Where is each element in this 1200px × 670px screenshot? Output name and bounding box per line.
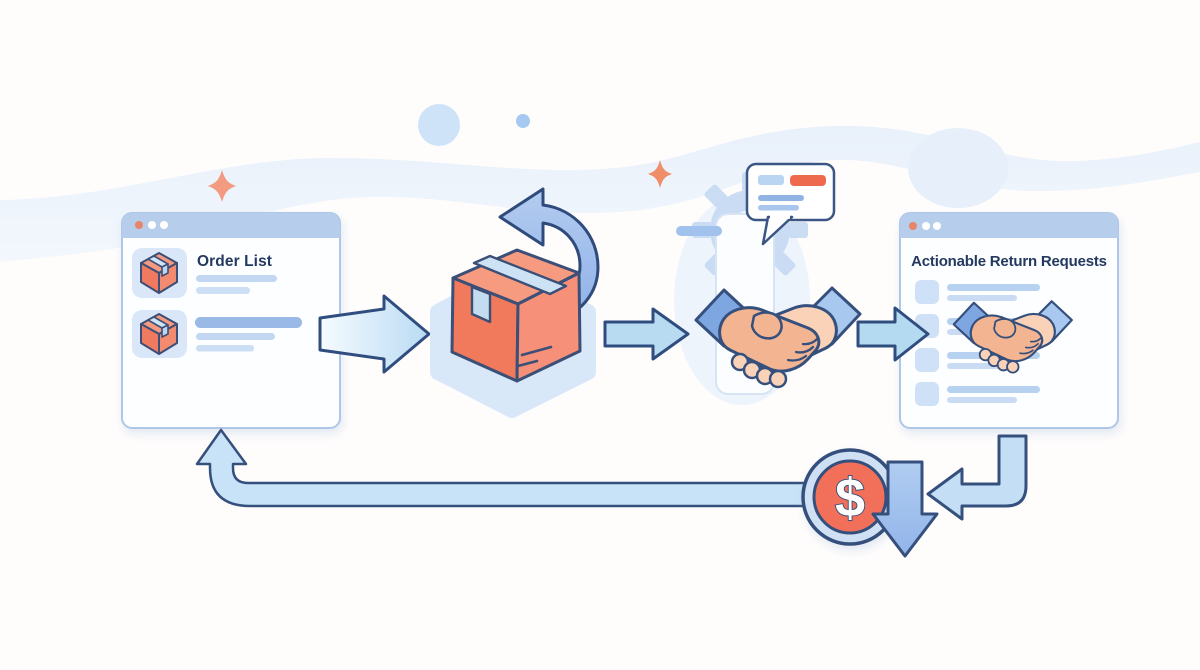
checkbox-tile [915,382,939,406]
order-item-row [132,310,302,358]
arrow-right-icon [603,307,690,361]
dollar-coin-icon: $ [801,448,899,546]
traffic-dot [160,221,168,229]
chat-bubble-icon [745,162,836,246]
bubble-pill-blue [758,175,784,185]
traffic-dot [909,222,917,230]
traffic-dot [135,221,143,229]
package-return-group [430,187,600,418]
process-cluster [674,162,836,405]
arrow-up-icon [195,428,812,508]
return-requests-window [899,212,1119,429]
text-line [196,345,254,352]
decor-dot [516,114,530,128]
bubble-line [758,205,799,211]
currency-symbol: $ [835,468,865,528]
window-titlebar [900,213,1118,238]
checklist-row [915,280,1040,304]
package-icon [450,248,582,383]
text-line-highlight [195,317,302,328]
tape-strip [472,254,568,296]
checkbox-tile [915,280,939,304]
arrow-down-icon [871,460,939,558]
checklist-row [915,382,1040,406]
text-line [196,287,250,294]
text-line [947,386,1040,393]
bubble-line [758,195,804,201]
bubble-pill-orange [790,175,826,186]
decor-circle [418,104,460,146]
text-line [196,333,275,340]
order-item-row [132,248,277,298]
speed-lines [516,345,553,368]
traffic-dot [148,221,156,229]
text-line [947,397,1017,403]
text-line [947,284,1040,291]
document-line [676,226,722,236]
decor-blob [908,128,1008,208]
tape-flap [470,285,492,324]
window-titlebar [122,213,340,238]
traffic-dot [933,222,941,230]
traffic-dot [922,222,930,230]
order-window-title: Order List [197,253,273,270]
order-list-window [121,212,341,429]
wave-band [0,126,1200,262]
requests-window-title: Actionable Return Requests [911,253,1107,270]
checkbox-tile [915,348,939,372]
arrow-right-icon [856,306,930,362]
background-decorations [0,104,1200,262]
text-line [947,295,1017,301]
sparkle-icon [208,170,236,202]
text-line [196,275,277,282]
arrow-left-icon [926,434,1028,521]
sparkle-icon [648,160,672,188]
arrow-right-icon [318,294,431,374]
coin-center [812,459,888,535]
